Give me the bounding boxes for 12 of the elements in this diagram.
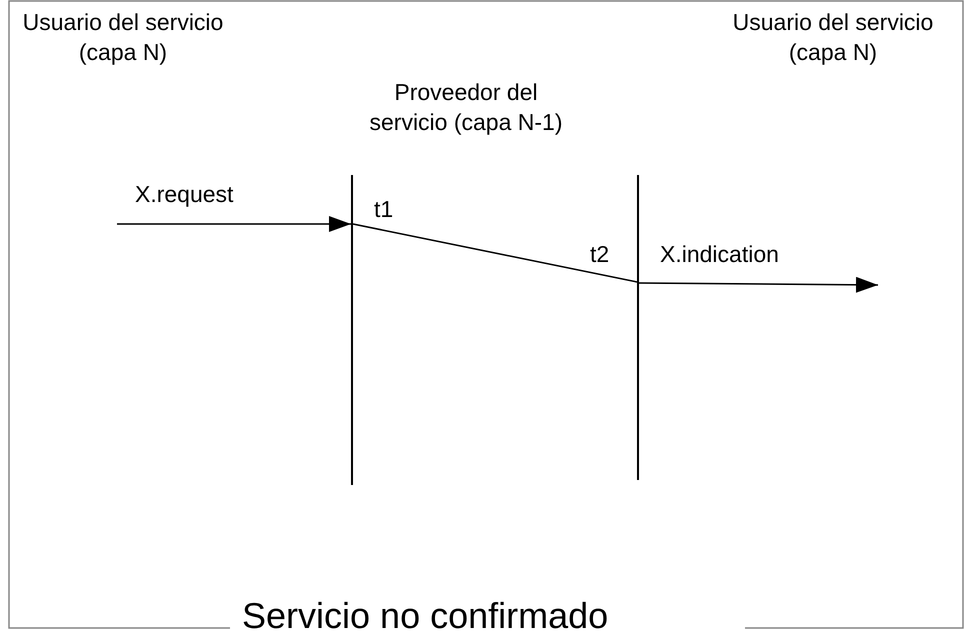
column-heading: Usuario del servicio (capa N): [732, 8, 934, 67]
edge-label: X.indication: [660, 240, 779, 269]
timeline-line: [637, 175, 639, 480]
arrow: [639, 276, 878, 293]
edge-label: X.request: [135, 180, 234, 209]
arrow: [117, 216, 351, 232]
time-label: t2: [590, 240, 610, 269]
timeline-line: [351, 175, 353, 485]
title: Servicio no confirmado: [242, 596, 608, 636]
time-label: t1: [374, 195, 394, 224]
column-heading: Proveedor del servicio (capa N-1): [368, 78, 564, 137]
column-heading: Usuario del servicio (capa N): [22, 8, 224, 67]
